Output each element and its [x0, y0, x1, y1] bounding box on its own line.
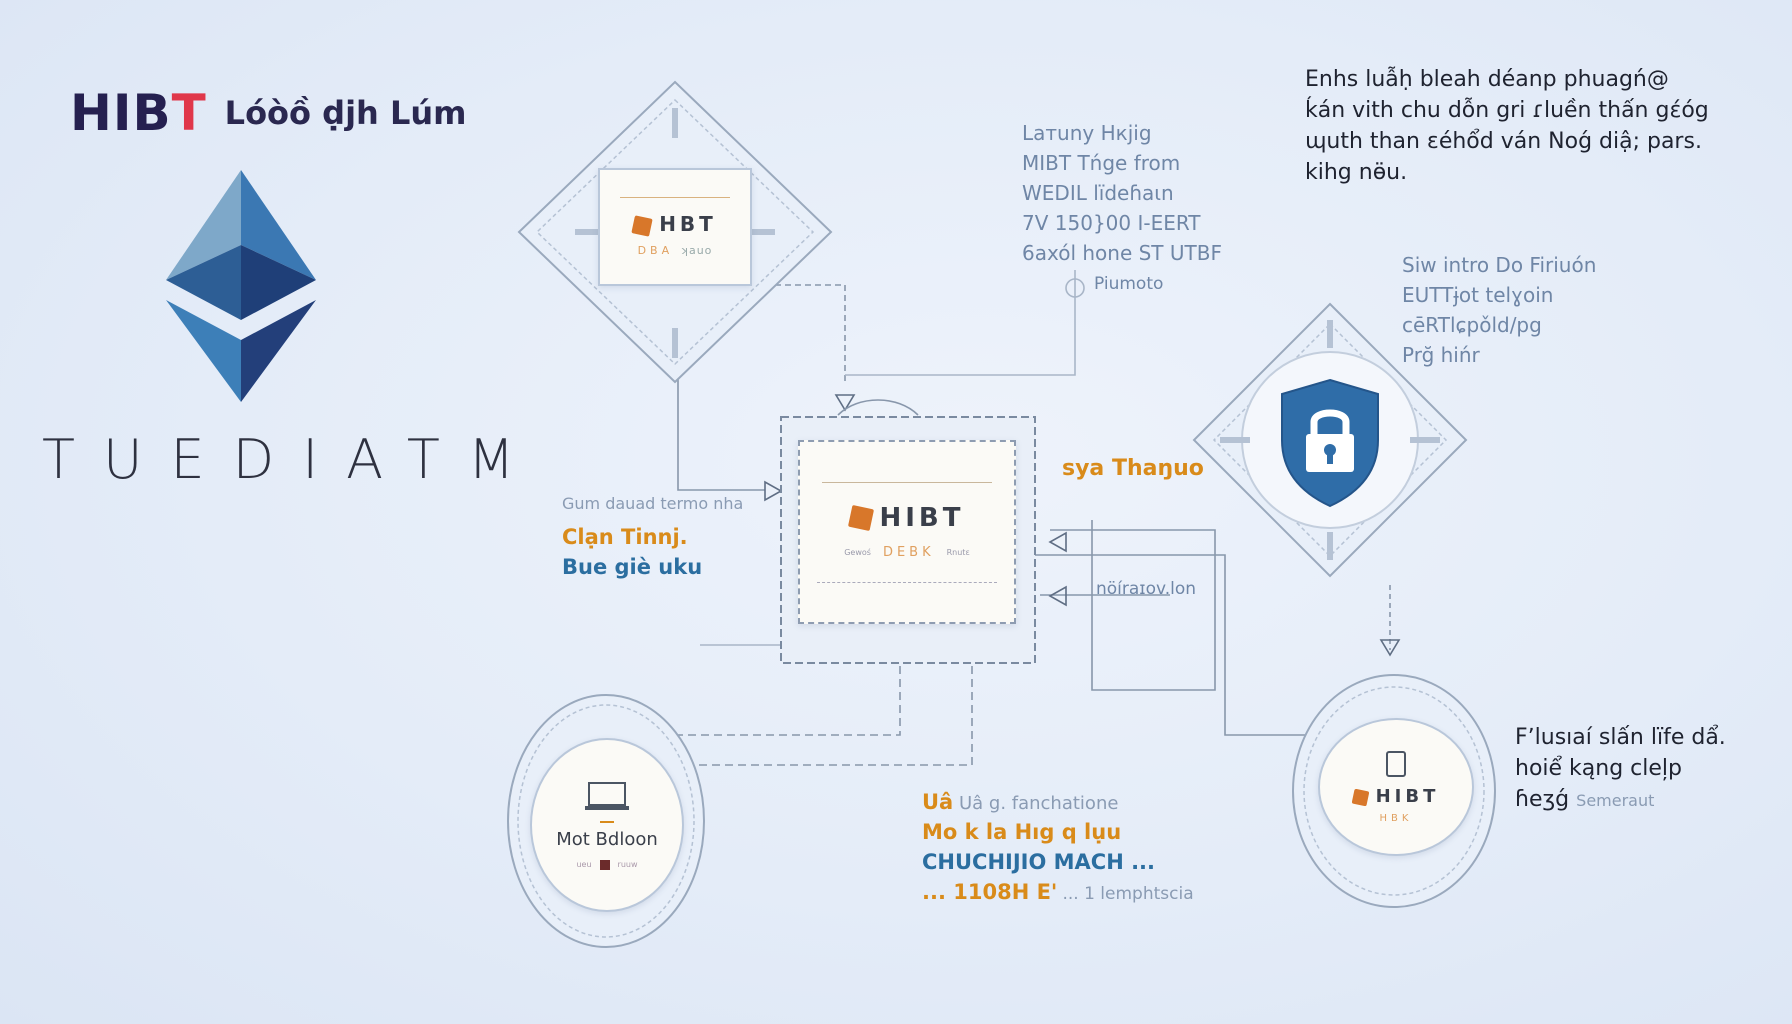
- note-line: WEDIL lïdeɦaɩn: [1022, 181, 1174, 205]
- center-card-sub: DEBK: [882, 544, 935, 560]
- bottom-left-tiny-left: ueu: [576, 860, 592, 869]
- bottom-note-orange2: ... 1108H E': [922, 880, 1058, 904]
- top-right-paragraph: Enhs luẫḥ bleah déanp phuagń@ ḱán vith c…: [1305, 64, 1765, 188]
- hibt-cube-icon: [1351, 788, 1370, 806]
- bottom-right-card[interactable]: HIBT HBK: [1318, 718, 1474, 856]
- ethereum-diamond-icon: [166, 170, 316, 402]
- left-notes: Gum dauad termo nha Clạn Tinnj. Bue giè …: [562, 494, 743, 579]
- paragraph-line: hoiể kąng cleļp: [1515, 756, 1682, 781]
- hibt-cube-icon: [847, 504, 874, 532]
- center-card-tiny-right: Rnutɛ: [946, 547, 970, 557]
- top-card-tiny: ʞauo: [680, 244, 713, 257]
- paragraph-line: Fʼlusıaí slấn lïfe dẩ.: [1515, 725, 1726, 750]
- left-note-orange: Clạn Tinnj.: [562, 525, 688, 549]
- mid-right-caption: nöíraɪov.lon: [1096, 579, 1197, 599]
- center-hibt-card[interactable]: HIBT Gеwoś DEBK Rnutɛ: [798, 440, 1016, 624]
- logo-text: HIB: [70, 84, 172, 142]
- phone-icon: [1386, 751, 1406, 777]
- page-title: Lóòồ ḍjh Lúm: [224, 94, 467, 132]
- note-line: 6axól hone ST UTBF: [1022, 241, 1222, 265]
- paragraph-line: ɰuth than ɛéhổd ván Noǵ diậ; pars.: [1305, 129, 1702, 154]
- center-card-label: HIBT: [879, 502, 965, 533]
- bottom-left-tiny-right: ruuw: [617, 860, 638, 869]
- hibt-logo: HIBT: [70, 84, 207, 142]
- bottom-right-small: Semeraut: [1576, 791, 1655, 810]
- note-line: Siw intro Do Firiuón: [1402, 253, 1597, 277]
- small-square-icon: [599, 859, 610, 870]
- security-label: sya Thaŋuo: [1062, 456, 1204, 481]
- right-notes: Siw intro Do Firiuón EUTTɉot telɣoin cēR…: [1402, 250, 1596, 370]
- left-note-blue: Bue giè uku: [562, 555, 703, 579]
- top-center-notes: Laтuny Hкjig MIBT Tńge from WEDIL lïdeɦa…: [1022, 118, 1222, 268]
- note-line: Laтuny Hкjig: [1022, 121, 1152, 145]
- bottom-right-card-label: HIBT: [1375, 786, 1440, 807]
- left-note-gray: Gum dauad termo nha: [562, 494, 744, 513]
- bottom-right-card-sub: HBK: [1379, 813, 1413, 824]
- bottom-right-paragraph: Fʼlusıaí slấn lïfe dẩ. hoiể kąng cleļp ɦ…: [1515, 722, 1785, 816]
- note-line: MIBT Tńge from: [1022, 151, 1181, 175]
- paragraph-line: kihg nɵ̈u.: [1305, 160, 1408, 185]
- bottom-left-card[interactable]: Mot Bdloon ueu ruuw: [530, 738, 684, 912]
- paragraph-line: ɦeʒǵ: [1515, 787, 1570, 812]
- logo-accent: T: [171, 84, 207, 142]
- bottom-note-gray: Uâ g. fanchatione: [958, 793, 1119, 814]
- bottom-note-gray2: ... 1 lemphtscia: [1062, 884, 1194, 904]
- hibt-cube-icon: [631, 214, 653, 237]
- brand-header: HIBT Lóòồ ḍjh Lúm: [70, 84, 466, 142]
- bottom-left-card-label: Mot Bdloon: [556, 828, 658, 850]
- paragraph-line: ḱán vith chu dỗn gri ɾluền thấn gέóg: [1305, 98, 1709, 123]
- top-hibt-card[interactable]: HBT DBA ʞauo: [598, 168, 752, 286]
- bottom-note-orange: Mo k la Hıg q lụu: [922, 820, 1122, 844]
- bottom-note-blue: CHUCHIJIO MACH ...: [922, 850, 1156, 874]
- note-line: EUTTɉot telɣoin: [1402, 283, 1554, 307]
- note-line: 7V 150}00 I-EERT: [1022, 211, 1201, 235]
- paragraph-line: Enhs luẫḥ bleah déanp phuagń@: [1305, 67, 1669, 92]
- note-line: Prğ hińr: [1402, 343, 1480, 367]
- center-card-tiny-left: Gеwoś: [844, 547, 871, 557]
- bottom-center-notes: Uâ Uâ g. fanchatione Mo k la Hıg q lụu C…: [922, 790, 1194, 904]
- top-card-sub: DBA: [637, 244, 674, 257]
- laptop-icon: [585, 781, 629, 810]
- top-center-caption: Piumoto: [1094, 274, 1164, 294]
- note-line: cēRTlɕpǒld/pg: [1402, 313, 1542, 337]
- top-card-label: HBT: [659, 212, 717, 236]
- ethereum-wordmark: TUEDIATM: [42, 428, 543, 491]
- padlock-shield-icon: [1281, 378, 1379, 508]
